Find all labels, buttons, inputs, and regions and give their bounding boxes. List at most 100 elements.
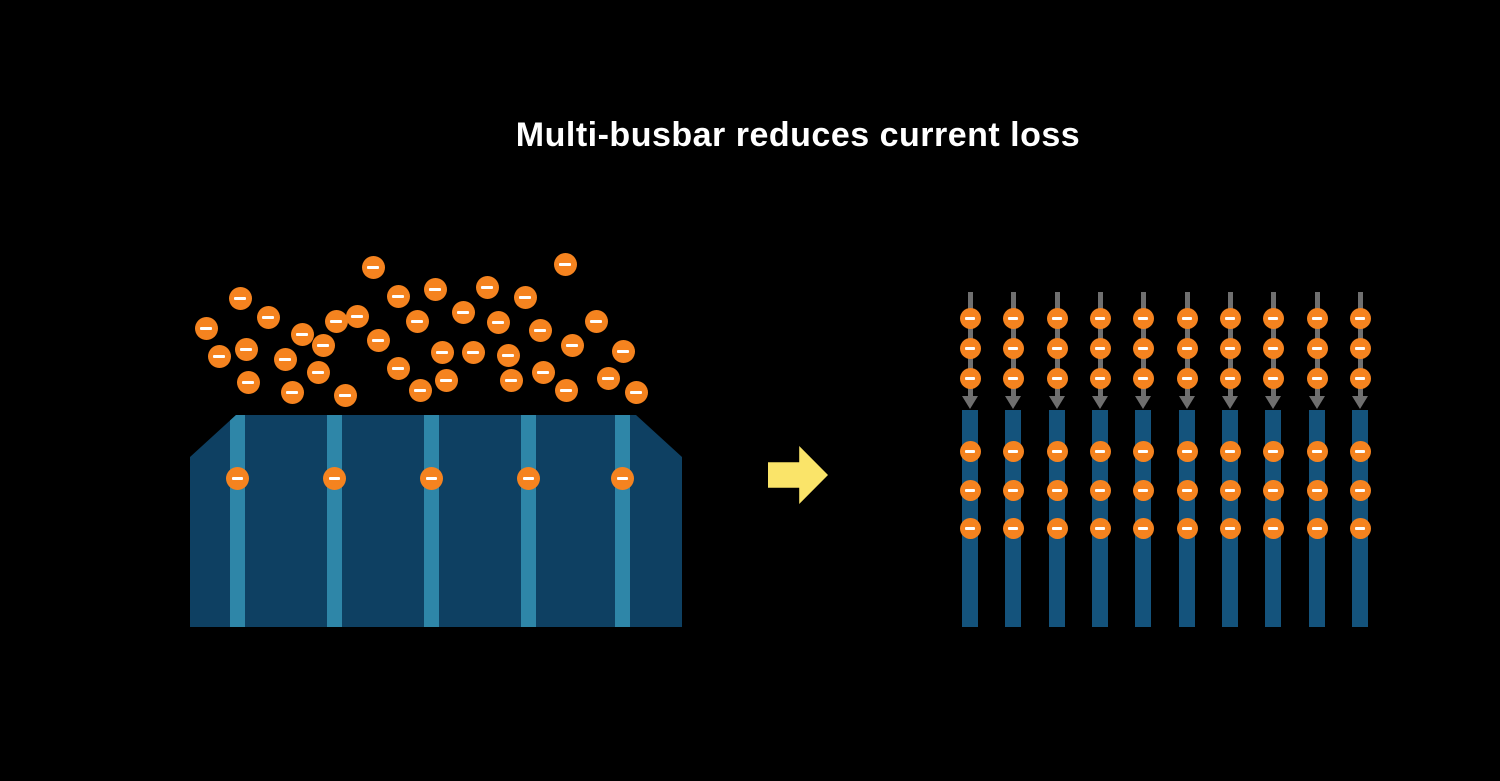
electron: [611, 339, 635, 363]
electron: [420, 466, 443, 490]
electron: [1219, 307, 1241, 329]
electron: [273, 347, 297, 371]
electron: [1306, 517, 1328, 539]
down-arrow-head-icon: [1179, 396, 1195, 409]
down-arrow-head-icon: [1222, 396, 1238, 409]
solar-cell: [190, 415, 682, 627]
electron: [1132, 517, 1154, 539]
electron: [234, 337, 258, 361]
electron: [345, 304, 369, 328]
electron: [323, 466, 346, 490]
electron: [1262, 337, 1284, 359]
down-arrow-head-icon: [1049, 396, 1065, 409]
down-arrow-head-icon: [962, 396, 978, 409]
electron: [430, 340, 454, 364]
electron: [207, 344, 231, 368]
electron: [236, 370, 260, 394]
electron: [554, 378, 578, 402]
electron: [1046, 337, 1068, 359]
electron: [451, 300, 475, 324]
electron: [1262, 440, 1284, 462]
electron: [1262, 367, 1284, 389]
electron: [1089, 440, 1111, 462]
electron: [1046, 479, 1068, 501]
electron: [290, 322, 314, 346]
electron: [405, 309, 429, 333]
electron: [1349, 337, 1371, 359]
electron: [496, 343, 520, 367]
electron: [1132, 367, 1154, 389]
electron: [1262, 517, 1284, 539]
electron: [959, 440, 981, 462]
electron: [531, 360, 555, 384]
left-busbar: [230, 415, 245, 627]
electron: [311, 333, 335, 357]
electron: [1349, 440, 1371, 462]
electron: [226, 466, 249, 490]
electron: [959, 337, 981, 359]
down-arrow-head-icon: [1265, 396, 1281, 409]
down-arrow-head-icon: [1005, 396, 1021, 409]
down-arrow-head-icon: [1309, 396, 1325, 409]
electron: [1089, 367, 1111, 389]
electron: [1176, 337, 1198, 359]
electron: [553, 252, 577, 276]
electron: [560, 333, 584, 357]
electron: [386, 356, 410, 380]
electron: [1349, 307, 1371, 329]
electron: [256, 305, 280, 329]
electron: [624, 380, 648, 404]
electron: [959, 517, 981, 539]
electron: [333, 383, 357, 407]
electron: [1002, 479, 1024, 501]
electron: [434, 368, 458, 392]
electron: [1046, 440, 1068, 462]
electron: [611, 466, 634, 490]
electron: [959, 367, 981, 389]
electron: [1089, 307, 1111, 329]
electron: [194, 316, 218, 340]
electron: [959, 307, 981, 329]
electron: [1262, 307, 1284, 329]
down-arrow-head-icon: [1352, 396, 1368, 409]
electron: [1002, 307, 1024, 329]
left-busbar: [424, 415, 439, 627]
electron: [1306, 367, 1328, 389]
electron: [1262, 479, 1284, 501]
electron: [528, 318, 552, 342]
left-busbar: [615, 415, 630, 627]
electron: [513, 285, 537, 309]
electron: [1306, 479, 1328, 501]
electron: [517, 466, 540, 490]
electron: [1219, 517, 1241, 539]
electron: [1176, 517, 1198, 539]
electron: [1349, 517, 1371, 539]
electron: [1306, 440, 1328, 462]
electron: [499, 368, 523, 392]
electron: [486, 310, 510, 334]
electron: [1089, 479, 1111, 501]
transfer-arrow-icon: [768, 446, 828, 504]
electron: [1046, 367, 1068, 389]
electron: [1219, 337, 1241, 359]
electron: [584, 309, 608, 333]
electron: [1306, 337, 1328, 359]
down-arrow-head-icon: [1135, 396, 1151, 409]
electron: [1089, 517, 1111, 539]
electron: [1132, 440, 1154, 462]
electron: [1219, 367, 1241, 389]
page-title: Multi-busbar reduces current loss: [515, 116, 1081, 154]
electron: [475, 275, 499, 299]
electron: [1176, 479, 1198, 501]
electron: [461, 340, 485, 364]
down-arrow-head-icon: [1092, 396, 1108, 409]
electron: [596, 366, 620, 390]
electron: [1002, 440, 1024, 462]
electron: [1349, 367, 1371, 389]
electron: [1002, 337, 1024, 359]
electron: [408, 378, 432, 402]
electron: [1002, 517, 1024, 539]
electron: [1176, 367, 1198, 389]
electron: [361, 255, 385, 279]
